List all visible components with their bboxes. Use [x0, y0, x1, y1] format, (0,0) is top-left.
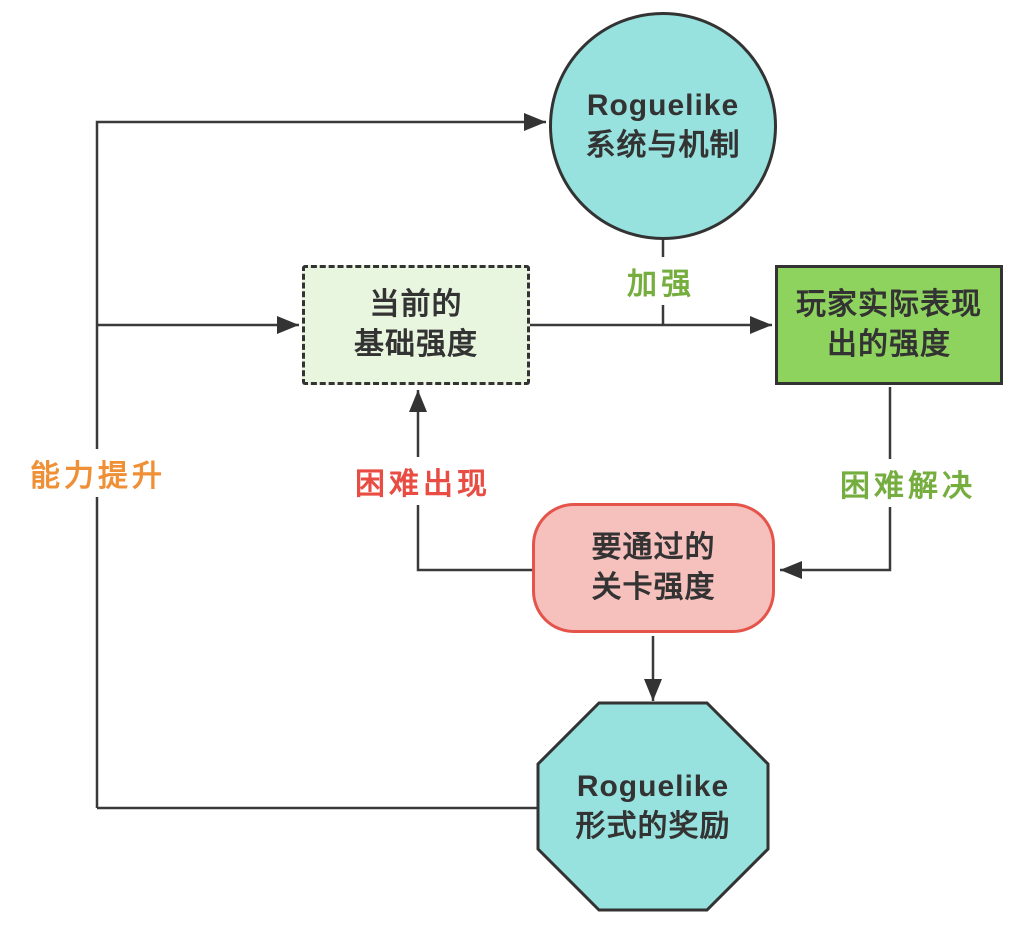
node-roguelike-system: Roguelike 系统与机制 [549, 12, 777, 240]
node-reward-line2: 形式的奖励 [575, 809, 731, 843]
edge-label-ability-up: 能力提升 [25, 449, 171, 497]
node-level-strength-line2: 关卡强度 [591, 571, 716, 604]
node-base-strength-line2: 基础强度 [354, 328, 478, 361]
node-roguelike-system-line2: 系统与机制 [585, 129, 741, 162]
node-player-strength: 玩家实际表现 出的强度 [775, 265, 1003, 385]
edge-ability-up-to-system [95, 113, 546, 808]
edge-level-to-base-strength [409, 390, 532, 572]
edge-label-strengthen: 加强 [622, 257, 700, 305]
node-player-strength-line1: 玩家实际表现 [796, 288, 982, 322]
node-reward: Roguelike 形式的奖励 [538, 703, 768, 910]
edge-label-difficulty-solved: 困难解决 [835, 459, 981, 507]
node-roguelike-system-line1: Roguelike [586, 89, 740, 123]
node-base-strength: 当前的 基础强度 [302, 265, 530, 385]
edge-player-to-level-strength [780, 387, 892, 579]
node-base-strength-line1: 当前的 [369, 288, 463, 322]
node-player-strength-line2: 出的强度 [827, 328, 951, 361]
edge-label-difficulty-appears: 困难出现 [350, 457, 496, 505]
node-reward-octagon-shape [536, 701, 770, 912]
node-level-strength: 要通过的 关卡强度 [532, 503, 775, 633]
node-reward-line1: Roguelike [576, 769, 730, 803]
node-level-strength-line1: 要通过的 [591, 531, 716, 565]
